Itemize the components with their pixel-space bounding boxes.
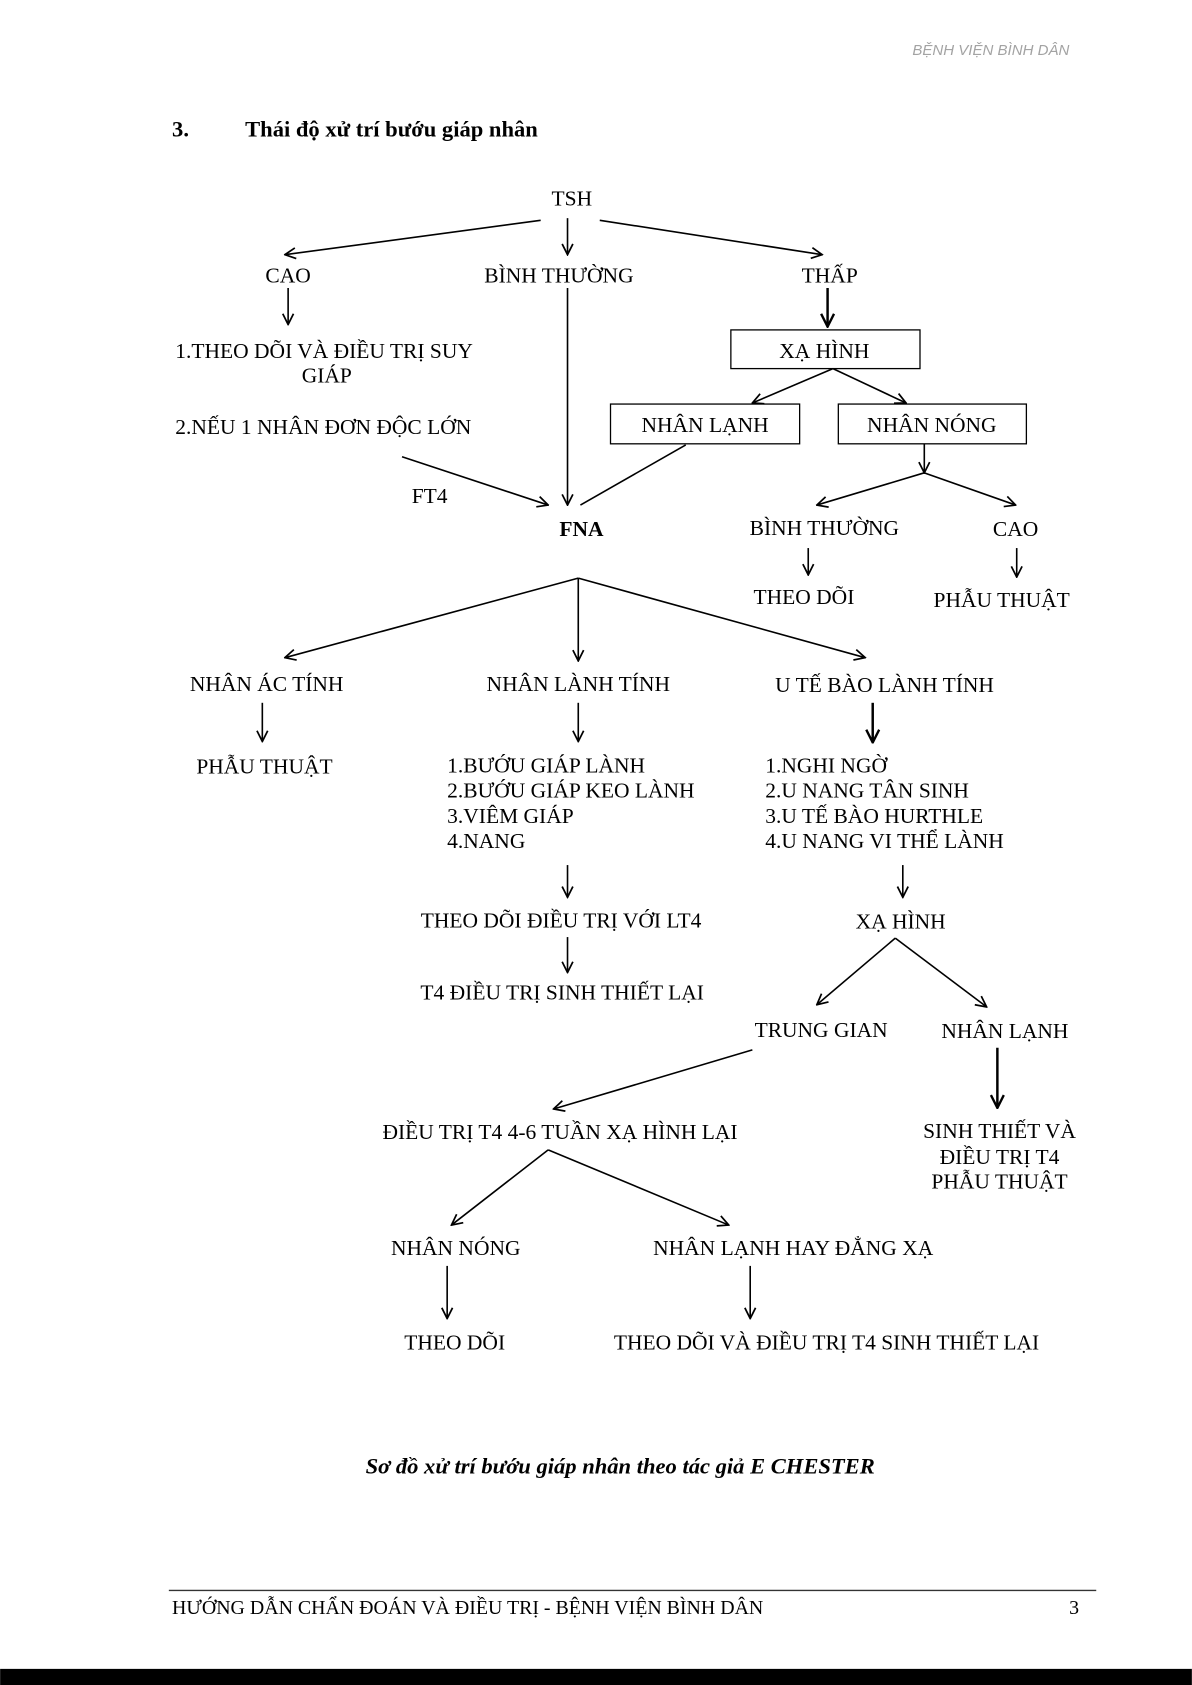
arrow-scan-to-cold — [752, 367, 834, 403]
node-benign-follow-up: THEO DÕI ĐIỀU TRỊ VỚI LT4 — [421, 908, 702, 932]
node-hot-normal-action: THEO DÕI — [754, 585, 855, 609]
node-hot-nodule: NHÂN NÓNG — [867, 413, 997, 437]
header-hospital-name: BỆNH VIỆN BÌNH DÂN — [912, 42, 1069, 59]
cold-action-line-2: ĐIỀU TRỊ T4 — [940, 1145, 1060, 1169]
node-tsh-high: CAO — [265, 264, 310, 288]
node-rescan-hot-action: THEO DÕI — [404, 1331, 505, 1355]
arrow-tsh-to-low — [599, 219, 822, 254]
node-rescan-cold-action: THEO DÕI VÀ ĐIỀU TRỊ T4 SINH THIẾT LẠI — [614, 1331, 1039, 1355]
list-item: 3.U TẾ BÀO HURTHLE — [765, 804, 983, 828]
node-tsh-low: THẤP — [802, 264, 858, 288]
arrow-intermediate-to-action — [554, 1049, 753, 1109]
list-item: 4.U NANG VI THỂ LÀNH — [765, 829, 1003, 853]
arrow-scan-to-intermediate — [817, 937, 896, 1005]
line-cold-to-fna — [580, 444, 687, 506]
arrow-hot-to-normal — [817, 472, 925, 505]
high-action-1-line-1: 1.THEO DÕI VÀ ĐIỀU TRỊ SUY — [175, 339, 473, 363]
list-item: 1.NGHI NGỜ — [765, 754, 888, 778]
list-item: 1.BƯỚU GIÁP LÀNH — [447, 754, 645, 778]
arrow-scan-to-hot — [832, 367, 906, 403]
box-hot-nodule — [837, 403, 1028, 445]
node-benign-next-step: T4 ĐIỀU TRỊ SINH THIẾT LẠI — [420, 980, 703, 1004]
arrow-rescan-to-hot — [451, 1149, 549, 1225]
thyroid-nodule-flowchart: TSH CAO BÌNH THƯỜNG THẤP 1.THEO DÕI VÀ Đ… — [175, 186, 1076, 1354]
list-item: 3.VIÊM GIÁP — [447, 804, 574, 828]
arrow-fna-to-malignant — [285, 577, 579, 658]
node-hot-normal: BÌNH THƯỜNG — [750, 516, 899, 540]
arrow-rescan-to-cold-iso — [547, 1149, 729, 1225]
list-item: 2.U NANG TÂN SINH — [765, 778, 969, 802]
high-action-1-line-2: GIÁP — [302, 364, 352, 388]
node-tsh-normal: BÌNH THƯỜNG — [484, 264, 633, 288]
section-number: 3. — [172, 116, 189, 141]
page-bottom-edge — [0, 1668, 1192, 1685]
node-intermediate: TRUNG GIAN — [755, 1018, 889, 1042]
list-item: 4.NANG — [447, 829, 525, 853]
node-tsh: TSH — [552, 186, 593, 210]
benign-types-list: 1.BƯỚU GIÁP LÀNH 2.BƯỚU GIÁP KEO LÀNH 3.… — [447, 754, 694, 853]
arrow-tsh-to-high — [285, 219, 541, 254]
node-rescan-cold-iso: NHÂN LẠNH HAY ĐẲNG XẠ — [653, 1236, 934, 1260]
footer-text: HƯỚNG DẪN CHẨN ĐOÁN VÀ ĐIỀU TRỊ - BỆNH V… — [172, 1597, 763, 1619]
node-benign: NHÂN LÀNH TÍNH — [487, 672, 670, 696]
node-hot-high-action: PHẪU THUẬT — [934, 588, 1070, 612]
box-cold-nodule — [609, 403, 801, 445]
node-scan: XẠ HÌNH — [779, 339, 869, 363]
cold-action-line-1: SINH THIẾT VÀ — [923, 1119, 1076, 1143]
node-intermediate-action: ĐIỀU TRỊ T4 4-6 TUẦN XẠ HÌNH LẠI — [382, 1120, 737, 1144]
node-hot-high: CAO — [993, 517, 1038, 541]
node-cold-nodule: NHÂN LẠNH — [642, 413, 769, 437]
edge-label-ft4: FT4 — [412, 484, 448, 508]
cold-action-line-3: PHẪU THUẬT — [931, 1170, 1067, 1194]
arrow-hot-to-high — [924, 472, 1015, 505]
node-follicular-cold: NHÂN LẠNH — [941, 1019, 1068, 1043]
list-item: 2.BƯỚU GIÁP KEO LÀNH — [447, 778, 694, 802]
arrow-scan-to-cold-nodule — [894, 937, 986, 1007]
section-title: Thái độ xử trí bướu giáp nhân — [245, 116, 538, 141]
high-action-2: 2.NẾU 1 NHÂN ĐƠN ĐỘC LỚN — [175, 415, 471, 439]
node-follicular-scan: XẠ HÌNH — [856, 909, 946, 933]
arrow-high-to-fna — [401, 455, 548, 505]
footer-page-number: 3 — [1069, 1597, 1079, 1619]
node-fna: FNA — [559, 517, 604, 541]
node-rescan-hot: NHÂN NÓNG — [391, 1236, 520, 1260]
node-malignant-action: PHẪU THUẬT — [196, 755, 332, 779]
box-scan — [730, 329, 921, 370]
node-follicular: U TẾ BÀO LÀNH TÍNH — [775, 673, 994, 697]
arrow-fna-to-follicular — [578, 577, 865, 658]
figure-caption: Sơ đồ xử trí bướu giáp nhân theo tác giả… — [366, 1453, 875, 1478]
node-malignant: NHÂN ÁC TÍNH — [190, 672, 344, 696]
follicular-types-list: 1.NGHI NGỜ 2.U NANG TÂN SINH 3.U TẾ BÀO … — [765, 754, 1003, 853]
